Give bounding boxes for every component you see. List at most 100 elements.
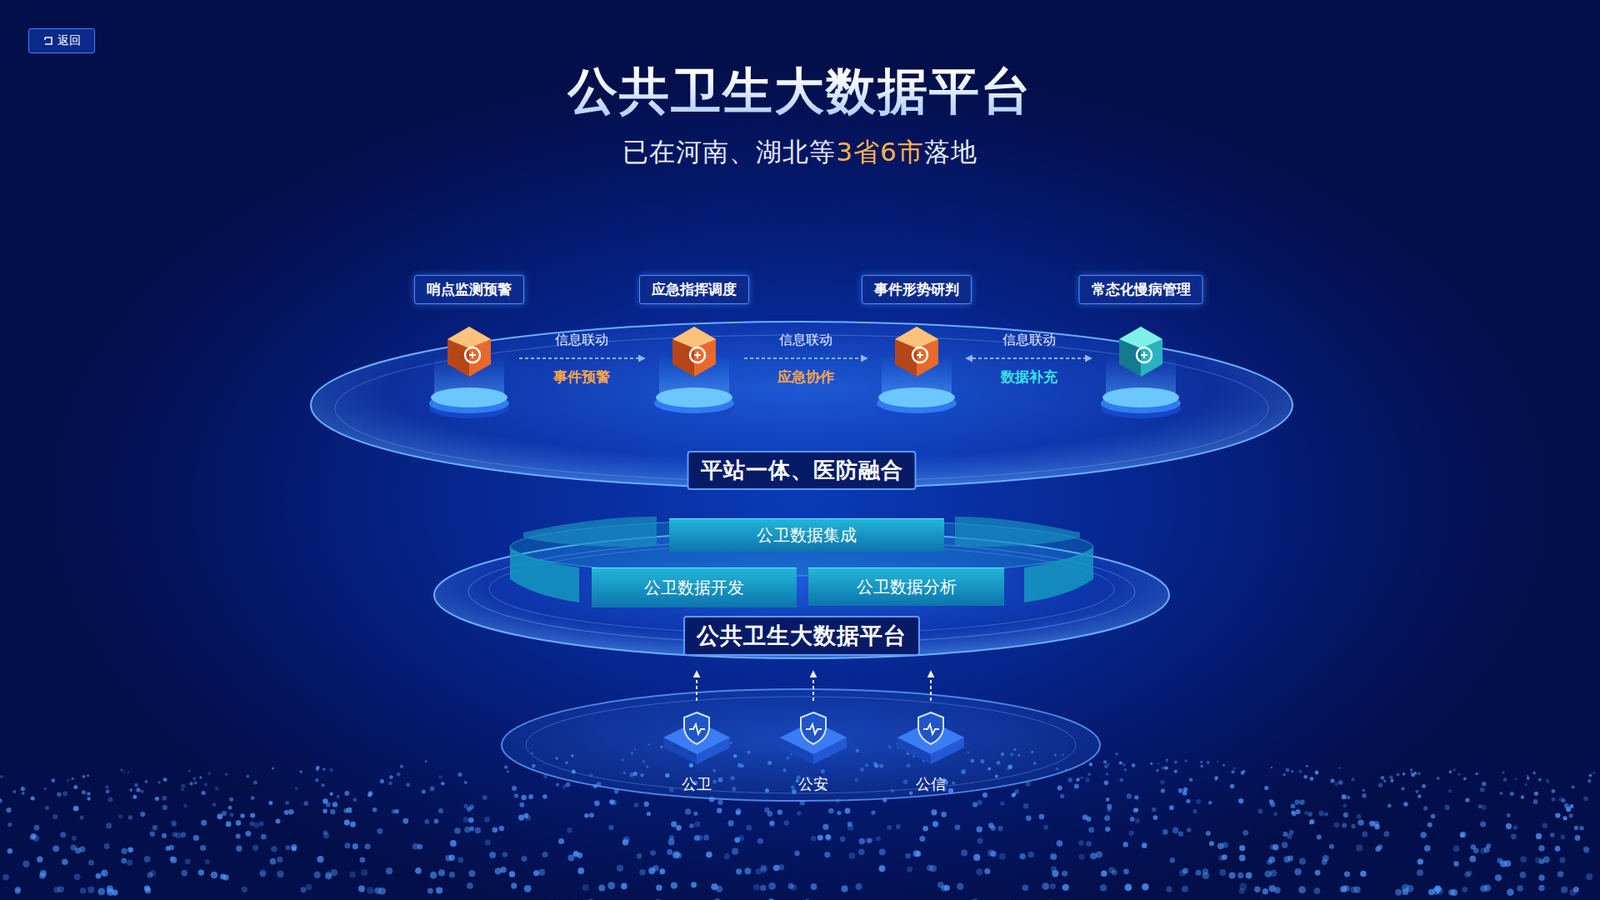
glow-dot [56, 792, 62, 798]
cube-face [672, 326, 716, 349]
glow-dot [464, 826, 470, 833]
glow-dot [1290, 803, 1296, 809]
glow-dot [620, 883, 628, 890]
glow-dot [1423, 805, 1428, 810]
glow-dot [755, 868, 763, 875]
glow-dot [417, 844, 424, 850]
glow-dot [1105, 772, 1109, 775]
glow-dot [987, 767, 991, 771]
glow-dot [270, 845, 278, 853]
glow-dot [1008, 765, 1013, 770]
glow-dot [999, 853, 1006, 860]
glow-dot [1294, 868, 1302, 876]
glow-dot [1085, 777, 1090, 783]
glow-dot [1019, 853, 1025, 860]
glow-dot [1310, 776, 1315, 781]
glow-dot [1315, 770, 1319, 775]
glow-dot [1415, 790, 1420, 794]
glow-dot [705, 851, 713, 859]
glow-dot [1396, 773, 1400, 777]
glow-dot [1335, 782, 1340, 787]
glow-dot [745, 825, 752, 831]
glow-dot [1343, 812, 1349, 818]
glow-dot [193, 835, 200, 841]
glow-dot [689, 763, 694, 768]
module-icon [875, 323, 959, 417]
glow-dot [567, 855, 575, 862]
glow-dot [1062, 884, 1070, 891]
glow-dot [1160, 780, 1165, 785]
glow-dot [690, 763, 694, 767]
glow-dot [499, 825, 505, 832]
glow-dot [466, 882, 474, 890]
glow-dot [510, 882, 517, 889]
glow-dot [730, 742, 733, 745]
glow-dot [1219, 869, 1226, 876]
glow-dot [716, 808, 722, 814]
glow-dot [727, 820, 734, 826]
glow-dot [1126, 793, 1132, 799]
glow-dot [368, 790, 374, 796]
glow-dot [162, 805, 168, 810]
glow-dot [188, 770, 190, 772]
glow-dot [1545, 779, 1550, 784]
glow-dot [1416, 869, 1424, 876]
glow-dot [344, 842, 350, 849]
glow-dot [870, 810, 875, 815]
segment-label: 公卫数据分析 [856, 575, 957, 599]
glow-dot [360, 869, 368, 876]
glow-dot [1178, 788, 1184, 794]
glow-dot [1592, 771, 1595, 775]
glow-dot [1192, 809, 1197, 814]
glow-dot [506, 770, 510, 774]
glow-dot [1500, 791, 1504, 795]
glow-dot [1305, 765, 1309, 768]
glow-dot [1182, 790, 1188, 796]
glow-dot [1449, 770, 1453, 774]
source-label: 公信 [915, 775, 946, 793]
module-heading: 事件形势研判 [861, 275, 972, 305]
glow-dot [1480, 787, 1485, 793]
glow-dot [1310, 819, 1315, 825]
glow-dot [1569, 889, 1576, 896]
glow-dot [1520, 795, 1525, 799]
glow-dot [1222, 764, 1225, 767]
glow-dot [636, 853, 642, 859]
glow-dot [1350, 824, 1355, 829]
glow-dot [855, 749, 860, 753]
glow-dot [1338, 766, 1340, 769]
glow-dot [482, 795, 488, 800]
glow-dot [1304, 810, 1309, 815]
glow-dot [295, 786, 299, 790]
glow-dot [740, 764, 745, 768]
glow-dot [810, 883, 818, 890]
glow-dot [469, 826, 475, 832]
glow-dot [1436, 776, 1440, 780]
glow-dot [1184, 759, 1187, 762]
glow-dot [1460, 831, 1466, 838]
glow-dot [385, 867, 393, 875]
glow-dot [315, 778, 319, 782]
glow-dot [95, 873, 102, 880]
glow-dot [200, 845, 206, 851]
glow-dot [996, 760, 1001, 765]
glow-dot [1557, 870, 1565, 878]
glow-dot [576, 852, 583, 859]
glow-dot [712, 769, 716, 773]
glow-dot [134, 783, 139, 788]
glow-dot [1298, 769, 1303, 774]
glow-dot [659, 868, 665, 875]
glow-dot [571, 770, 576, 775]
glow-dot [973, 854, 980, 861]
module-node: 应急指挥调度 [652, 323, 736, 417]
glow-dot [20, 786, 25, 791]
icon-symbol [689, 724, 705, 735]
glow-dot [126, 859, 133, 865]
glow-dot [1480, 821, 1486, 828]
glow-dot [438, 808, 444, 814]
glow-dot [1395, 889, 1402, 896]
glow-dot [1480, 885, 1488, 893]
glow-dot [1539, 859, 1545, 865]
glow-dot [817, 835, 824, 841]
glow-dot [596, 781, 602, 787]
